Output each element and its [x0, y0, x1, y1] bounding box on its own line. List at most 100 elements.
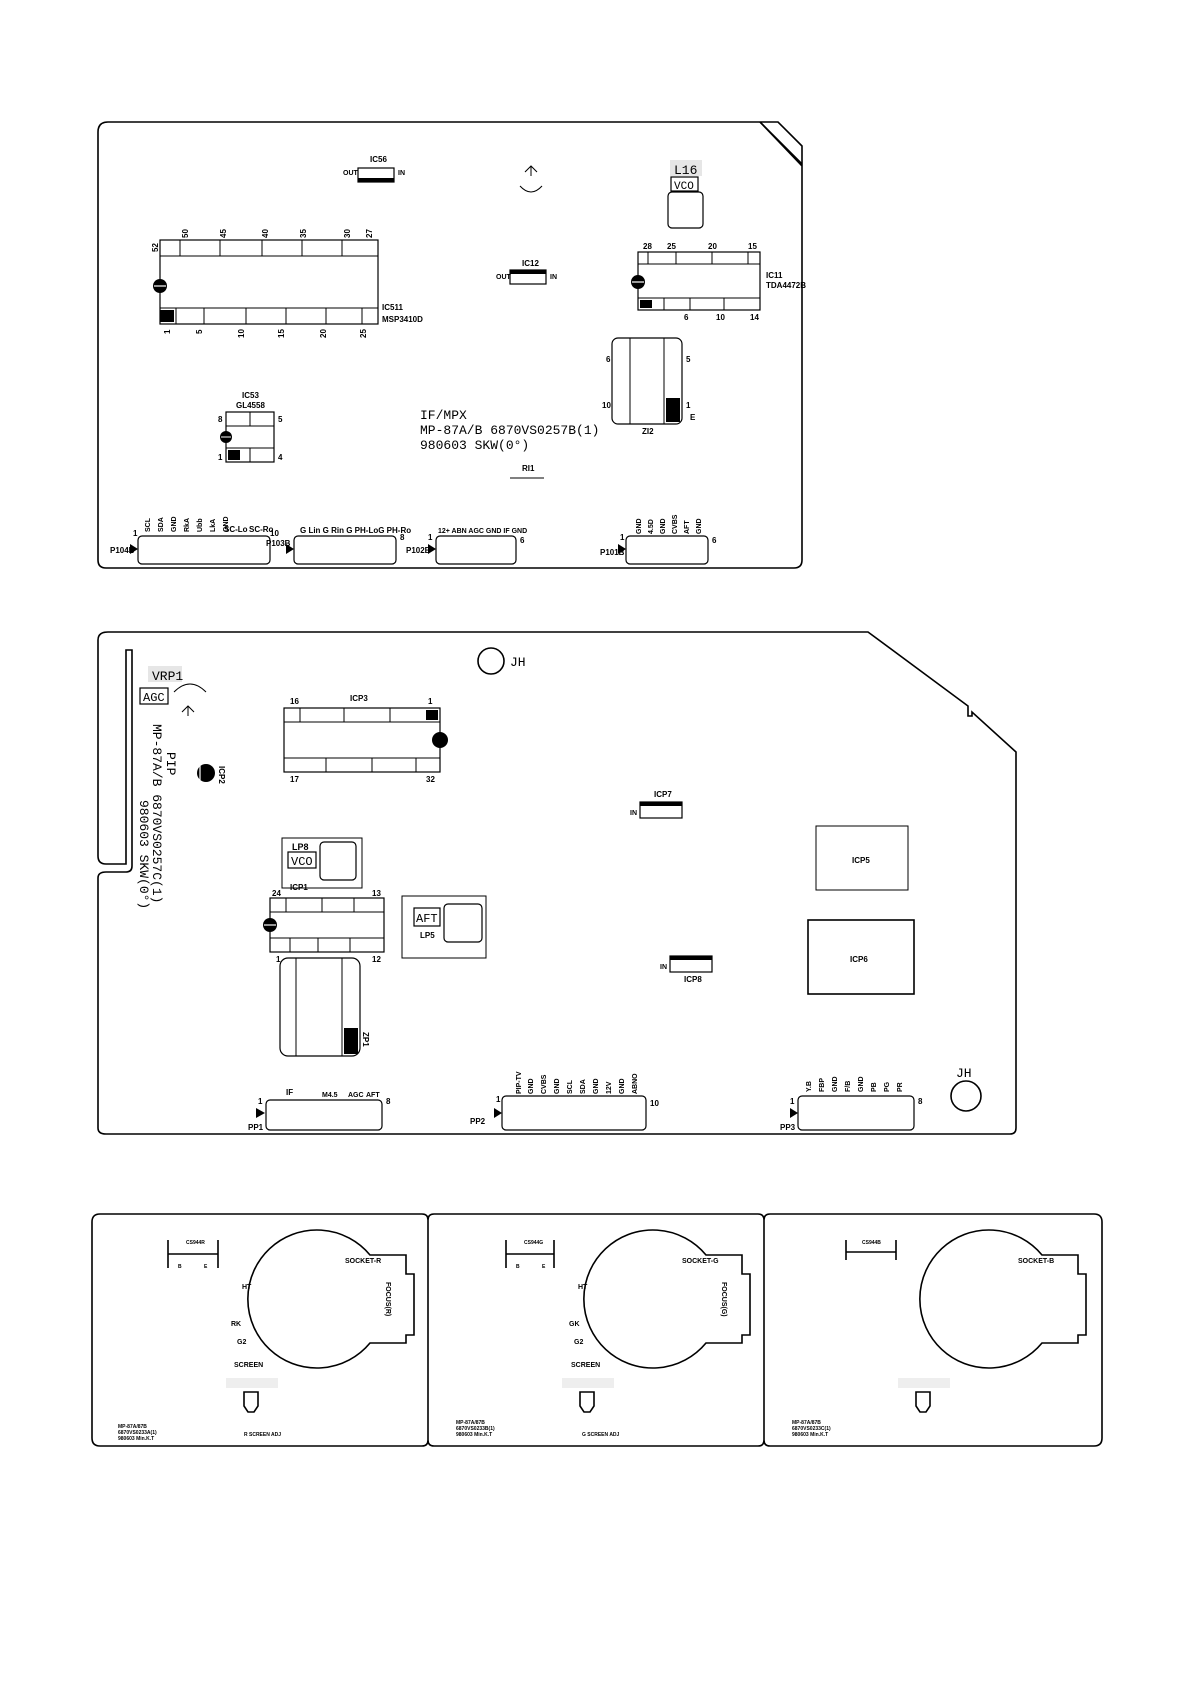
b-conn-label: CS944B [862, 1240, 881, 1246]
ic11-pin-15: 15 [748, 242, 757, 251]
p102b-label: P102B [406, 546, 431, 555]
socket-g-label: SOCKET-G [682, 1258, 719, 1265]
pp3-pin-fbp: FBP [819, 1078, 826, 1092]
icp3-pin16: 16 [290, 697, 299, 706]
p102b-pins: 12+ ABN AGC GND IF GND [438, 528, 527, 535]
ic511-pin-52: 52 [151, 243, 160, 252]
p104b-pin-rka: RkA [184, 518, 191, 532]
icp8-in: IN [660, 964, 667, 971]
ic511-pin-10: 10 [237, 329, 246, 338]
ic53-pin-8: 8 [218, 415, 223, 424]
lp8-vco-label: VCO [291, 855, 313, 869]
pp1-aft: AFT [366, 1092, 380, 1099]
icp3-pin32: 32 [426, 775, 435, 784]
socket-boards-outline [91, 1213, 1103, 1447]
ic12-label: IC12 [522, 259, 539, 268]
zi2-pin-6: 6 [606, 355, 611, 364]
p103b-label: P103B [266, 539, 291, 548]
l16-label: L16 [674, 163, 697, 178]
p104b-pin-gnd: GND [171, 516, 178, 532]
pp3-pin-pb: PB [871, 1082, 878, 1092]
zi2-pin-5: 5 [686, 355, 691, 364]
ic56-label: IC56 [370, 155, 387, 164]
aft-label: AFT [416, 912, 438, 926]
p101b-pin1: 1 [620, 533, 625, 542]
icp3-label: ICP3 [350, 694, 368, 703]
pp3-pin-yb: Y.B [806, 1081, 813, 1092]
zi2: 6 10 5 1 E ZI2 [602, 337, 696, 436]
board2-outline [97, 631, 1017, 1135]
icp1-pin13: 13 [372, 889, 381, 898]
focus-g-label: FOCUS(G) [720, 1282, 727, 1317]
ic511-part: MSP3410D [382, 315, 423, 324]
g-date: 980603 Min.K.T [456, 1432, 492, 1438]
ic11-pin-20: 20 [708, 242, 717, 251]
p102b-pin1: 1 [428, 533, 433, 542]
r-conn-label: CS944R [186, 1240, 205, 1246]
b-part: 6870VS0233C(1) [792, 1426, 831, 1432]
pp1-pin8: 8 [386, 1097, 391, 1106]
pp2-pin-sda: SDA [580, 1079, 587, 1094]
ic53-part: GL4558 [236, 401, 265, 410]
g-ht-label: HT [578, 1284, 588, 1291]
board2-title-block: MP-87A/B 6870VS0257C(1) PIP 980603 SKW(0… [136, 724, 178, 909]
zi2-pin-10: 10 [602, 401, 611, 410]
pp1-if: IF [286, 1088, 293, 1097]
pp3-pin-pr: PR [897, 1082, 904, 1092]
ic53-pin-4: 4 [278, 453, 283, 462]
pp2-pin-abno: ABNO [632, 1073, 639, 1094]
lp8-vco: LP8 VCO [281, 837, 363, 889]
socket-r-label: SOCKET-R [345, 1258, 381, 1265]
pp1-pin1: 1 [258, 1097, 263, 1106]
lp5-label: LP5 [420, 931, 435, 940]
pp2-label: PP2 [470, 1117, 486, 1126]
icp7: ICP7 IN [630, 790, 683, 819]
icp3-pin17: 17 [290, 775, 299, 784]
icp1-label: ICP1 [290, 883, 308, 892]
p104b-label: P104B [110, 546, 135, 555]
p104b-pin-lka: LkA [210, 519, 217, 532]
p104b-pin-scl: SCL [145, 517, 152, 532]
pp3-pin-gnd: GND [832, 1076, 839, 1092]
p101b-pin-gnd3: GND [696, 518, 703, 534]
zp1: ZP1 [279, 957, 370, 1057]
icp7-in: IN [630, 810, 637, 817]
pp3-pin8: 8 [918, 1097, 923, 1106]
pp2-pin-gnd4: GND [619, 1078, 626, 1094]
g-g2-label: G2 [574, 1339, 583, 1346]
connector-pp3: PP3 1 8 Y.B FBP GND F/B GND PB PG PR [780, 1076, 923, 1132]
icp3-pin1: 1 [428, 697, 433, 706]
vrp1-agc: VRP1 AGC [139, 666, 207, 716]
ic511: 52 50 45 40 35 30 27 1 5 10 15 20 25 IC5… [151, 229, 423, 338]
board-if-mpx: IC56 OUT IN L16 VCO [97, 121, 806, 569]
p104b-sclo: SC-Lo [224, 525, 248, 534]
ic56: IC56 OUT IN [343, 155, 405, 183]
connector-pp1: PP1 1 8 IF M4.5 AGC AFT [248, 1088, 391, 1132]
board1-title-line3: 980603 SKW(0°) [420, 438, 529, 453]
icp6-label: ICP6 [850, 955, 868, 964]
b-model: MP-87A/87B [792, 1420, 821, 1426]
ic511-pin-20: 20 [319, 329, 328, 338]
pp3-pin-fb: F/B [845, 1081, 852, 1092]
ic511-pin-1: 1 [163, 329, 172, 334]
l16-vco: L16 VCO [667, 160, 704, 229]
socket-boards: CS944R B E SOCKET-R FOCUS(R) HT RK G2 SC… [91, 1213, 1103, 1447]
ic11-pin-14: 14 [750, 313, 759, 322]
ic511-pin-30: 30 [343, 229, 352, 238]
socket-board-r: CS944R B E SOCKET-R FOCUS(R) HT RK G2 SC… [118, 1229, 415, 1442]
ic511-pin-27: 27 [365, 229, 374, 238]
r-model: MP-87A/87B [118, 1424, 147, 1430]
icp1: ICP1 24 13 1 12 [263, 883, 385, 964]
board2-title-line2: PIP [163, 752, 178, 776]
r-rk-label: RK [231, 1321, 241, 1328]
connector-pp2: PP2 1 10 PIP-TV GND CVBS GND SCL SDA GND… [470, 1071, 659, 1131]
pp1-m45: M4.5 [322, 1092, 338, 1099]
socket-board-g: CS944G B E SOCKET-G FOCUS(G) HT GK G2 SC… [456, 1229, 751, 1438]
ri1-label: RI1 [522, 464, 535, 473]
b-date: 980603 Min.K.T [792, 1432, 828, 1438]
icp3: ICP3 16 1 17 32 [283, 694, 448, 784]
r-conn-b: B [178, 1264, 182, 1270]
zi2-pin-1: 1 [686, 401, 691, 410]
g-conn-label: CS944G [524, 1240, 543, 1246]
jh-top-label: JH [510, 655, 526, 670]
